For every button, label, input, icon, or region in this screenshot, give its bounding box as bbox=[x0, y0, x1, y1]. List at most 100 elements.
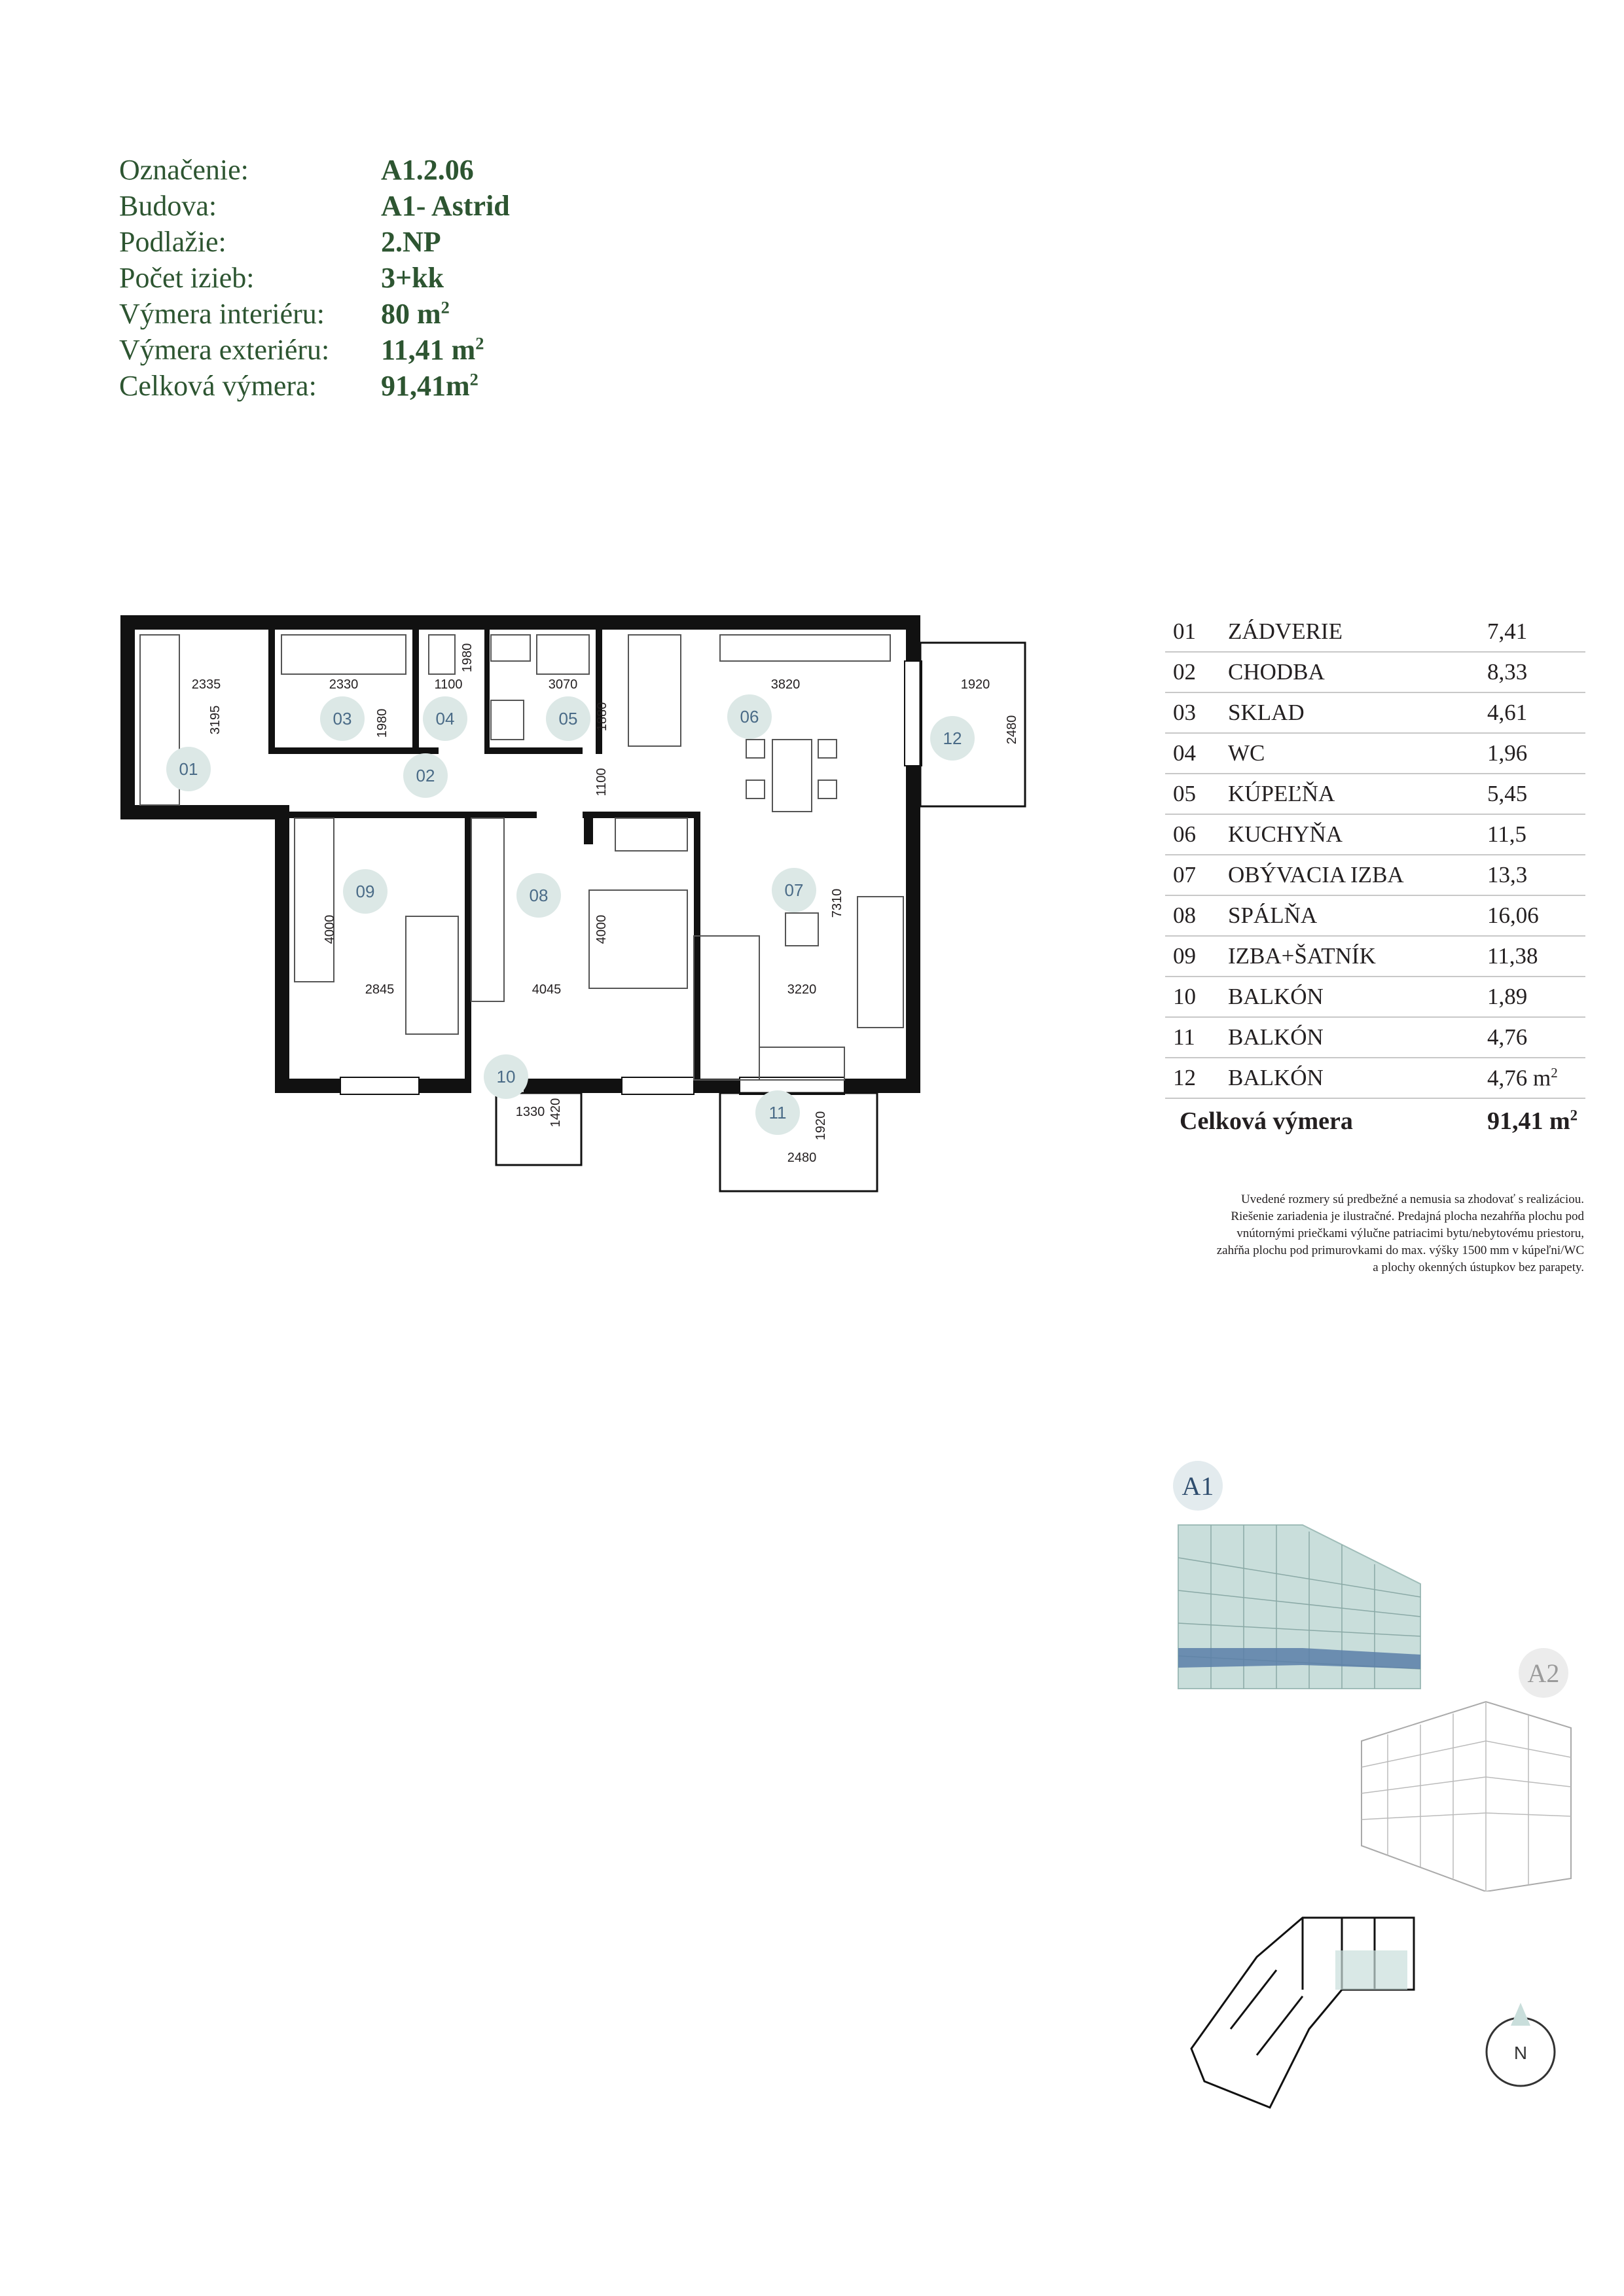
room-marker-03: 03 bbox=[320, 696, 365, 741]
room-name: SKLAD bbox=[1228, 700, 1305, 725]
room-area: 4,76 bbox=[1487, 1024, 1528, 1050]
dimension-label: 1980 bbox=[460, 643, 475, 673]
legend-row: 03 SKLAD 4,61 bbox=[1165, 693, 1585, 734]
dimension-label: 3070 bbox=[549, 677, 578, 692]
compass-north-label: N bbox=[1514, 2043, 1527, 2063]
room-marker-label: 09 bbox=[356, 882, 375, 901]
info-value: 2.NP bbox=[381, 226, 441, 258]
room-marker-12: 12 bbox=[930, 716, 975, 761]
disclaimer-note: Uvedené rozmery sú predbežné a nemusia s… bbox=[1113, 1191, 1584, 1276]
info-row: Podlažie: 2.NP bbox=[119, 224, 577, 260]
room-area: 11,5 bbox=[1487, 821, 1526, 847]
room-marker-08: 08 bbox=[516, 873, 561, 918]
dimension-label: 1980 bbox=[375, 709, 389, 738]
info-value: 11,41 m2 bbox=[381, 333, 484, 367]
room-marker-label: 03 bbox=[333, 709, 352, 728]
room-marker-label: 08 bbox=[530, 886, 549, 905]
superscript: 2 bbox=[1570, 1107, 1578, 1124]
room-marker-label: 06 bbox=[740, 707, 759, 726]
room-marker-09: 09 bbox=[343, 869, 388, 914]
balconies bbox=[495, 641, 1026, 1193]
info-row: Budova:A1- Astrid bbox=[119, 188, 577, 224]
dimension-label: 1420 bbox=[549, 1098, 563, 1128]
room-area: 1,89 bbox=[1487, 984, 1528, 1009]
info-row: Počet izieb:3+kk bbox=[119, 260, 577, 296]
room-number: 01 bbox=[1173, 619, 1196, 644]
room-number: 12 bbox=[1173, 1065, 1196, 1090]
room-number: 05 bbox=[1173, 781, 1196, 806]
dimension-label: 2480 bbox=[787, 1151, 817, 1165]
info-value: A1.2.06 bbox=[381, 154, 474, 186]
note-line: Riešenie zariadenia je ilustračné. Preda… bbox=[1231, 1210, 1584, 1223]
dimension-label: 2845 bbox=[365, 982, 395, 997]
note-line: a plochy okenných ústupkov bez parapety. bbox=[1373, 1261, 1584, 1274]
furniture bbox=[139, 634, 904, 1081]
site-plan bbox=[1190, 1916, 1415, 2109]
room-marker-10: 10 bbox=[484, 1054, 528, 1099]
room-name: BALKÓN bbox=[1228, 1024, 1324, 1050]
dimension-label: 3820 bbox=[771, 677, 801, 692]
dimensions: 2335 3195 2330 1980 1100 1980 3070 1880 … bbox=[192, 643, 1019, 1165]
room-area: 4,61 bbox=[1487, 700, 1528, 725]
room-name: BALKÓN bbox=[1228, 984, 1324, 1009]
room-name: IZBA+ŠATNÍK bbox=[1228, 943, 1376, 969]
room-area: 16,06 bbox=[1487, 903, 1539, 928]
building-a1-label: A1 bbox=[1182, 1471, 1214, 1501]
info-row: Výmera exteriéru:11,41 m2 bbox=[119, 332, 577, 368]
room-name: ZÁDVERIE bbox=[1228, 619, 1343, 644]
dimension-label: 3195 bbox=[208, 706, 223, 735]
room-markers: 01 02 03 04 05 06 07 08 09 10 11 12 bbox=[166, 694, 975, 1135]
room-marker-06: 06 bbox=[727, 694, 772, 739]
total-label: Celková výmera bbox=[1180, 1107, 1353, 1135]
building-a1-illustration bbox=[1178, 1524, 1421, 1689]
highlighted-floor bbox=[1178, 1648, 1420, 1669]
legend-row: 01 ZÁDVERIE 7,41 bbox=[1165, 612, 1585, 653]
info-label: Označenie: bbox=[119, 154, 249, 186]
room-area: 13,3 bbox=[1487, 862, 1528, 888]
room-area: 4,76 m2 bbox=[1487, 1065, 1585, 1092]
info-label: Podlažie: bbox=[119, 226, 226, 258]
room-name: OBÝVACIA IZBA bbox=[1228, 862, 1404, 888]
compass-arrow bbox=[1511, 2003, 1530, 2026]
value-text: 91,41m bbox=[381, 370, 470, 402]
room-area: 7,41 bbox=[1487, 619, 1528, 644]
room-number: 03 bbox=[1173, 700, 1196, 725]
room-number: 09 bbox=[1173, 943, 1196, 969]
room-marker-label: 04 bbox=[436, 709, 455, 728]
total-value: 91,41 m2 bbox=[1487, 1107, 1585, 1136]
dimension-label: 1880 bbox=[595, 702, 609, 732]
dimension-label: 1100 bbox=[434, 677, 462, 692]
room-marker-07: 07 bbox=[772, 868, 816, 912]
room-number: 10 bbox=[1173, 984, 1196, 1009]
room-marker-05: 05 bbox=[546, 696, 590, 741]
info-row: Označenie: A1.2.06 bbox=[119, 152, 577, 188]
room-marker-label: 07 bbox=[785, 880, 804, 900]
dimension-label: 7310 bbox=[830, 889, 844, 918]
room-marker-11: 11 bbox=[755, 1090, 800, 1135]
exterior-walls bbox=[120, 615, 920, 1093]
dimension-label: 1100 bbox=[594, 768, 609, 796]
room-marker-label: 05 bbox=[559, 709, 578, 728]
legend-row: 10 BALKÓN 1,89 bbox=[1165, 977, 1585, 1018]
room-name: CHODBA bbox=[1228, 659, 1325, 685]
dimension-label: 2480 bbox=[1005, 715, 1019, 745]
room-marker-02: 02 bbox=[403, 753, 448, 798]
superscript: 2 bbox=[469, 369, 478, 389]
room-number: 11 bbox=[1173, 1024, 1195, 1050]
info-value: 91,41m2 bbox=[381, 369, 478, 403]
room-name: KUCHYŇA bbox=[1228, 821, 1343, 847]
total-area-row: Celková výmera 91,41 m2 bbox=[1165, 1099, 1585, 1143]
room-number: 02 bbox=[1173, 659, 1196, 685]
superscript: 2 bbox=[475, 333, 484, 353]
info-label: Celková výmera: bbox=[119, 370, 317, 402]
note-line: vnútornými priečkami výlučne patriacimi … bbox=[1236, 1227, 1584, 1240]
room-marker-label: 02 bbox=[416, 766, 435, 785]
room-area: 5,45 bbox=[1487, 781, 1528, 806]
